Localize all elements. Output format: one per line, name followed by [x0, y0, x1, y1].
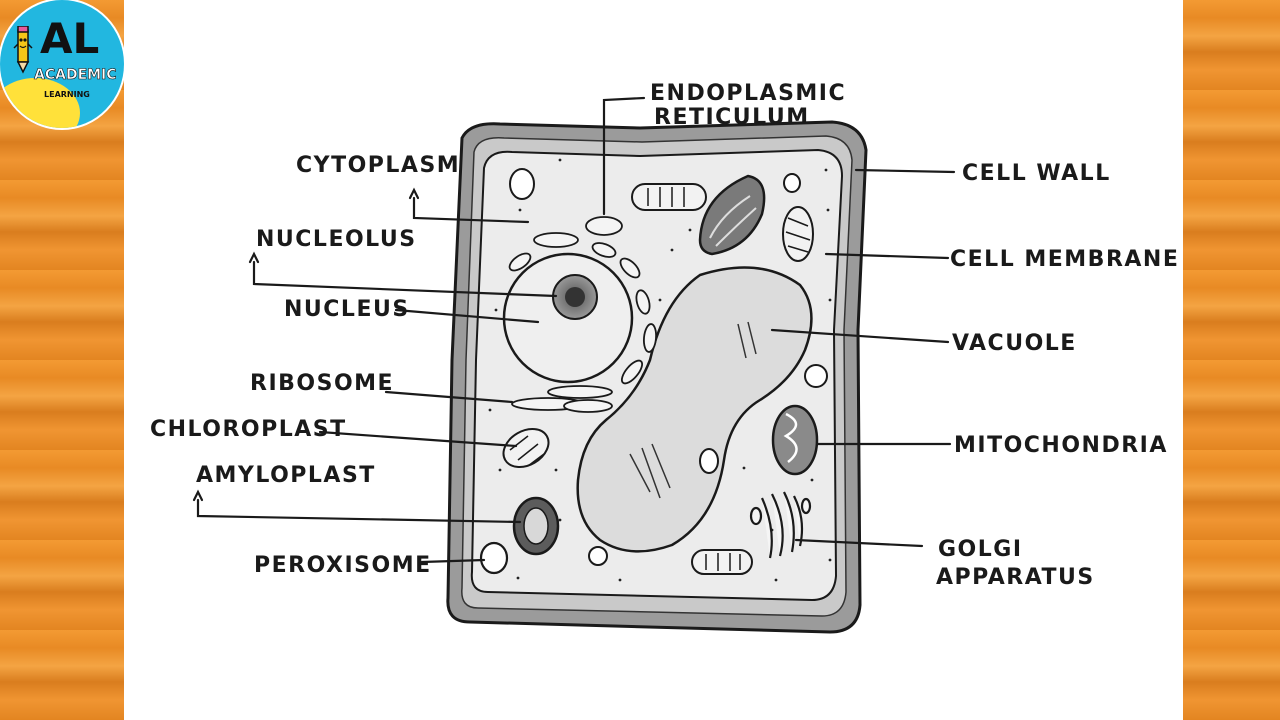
- leader-lines: [192, 96, 956, 564]
- peroxisome: [479, 541, 509, 575]
- cytoplasm-dots: [488, 158, 832, 582]
- label-ribosome: RIBOSOME: [250, 371, 394, 396]
- label-endoplasmic-reticulum-1: ENDOPLASMIC: [650, 81, 846, 106]
- channel-logo: AL ACADEMIC LEARNING: [0, 0, 124, 128]
- label-vacuole: VACUOLE: [952, 331, 1077, 356]
- label-endoplasmic-reticulum-2: RETICULUM: [654, 105, 810, 130]
- logo-al-text: AL: [40, 14, 100, 63]
- mitochondrion: [771, 404, 819, 476]
- vacuole-streaks: [629, 321, 757, 499]
- label-chloroplast: CHLOROPLAST: [150, 417, 347, 442]
- nucleolus-core: [565, 287, 585, 307]
- vacuole-vesicle: [699, 448, 719, 474]
- label-peroxisome: PEROXISOME: [254, 553, 432, 578]
- endoplasmic-reticulum: [508, 216, 658, 413]
- label-amyloplast: AMYLOPLAST: [196, 463, 376, 488]
- label-nucleus: NUCLEUS: [284, 297, 410, 322]
- amyloplast-inner: [523, 507, 549, 545]
- mitochondrion-cristae: [783, 412, 798, 463]
- label-nucleolus: NUCLEOLUS: [256, 227, 417, 252]
- label-cell-membrane: CELL MEMBRANE: [950, 247, 1179, 272]
- vesicles: [509, 168, 828, 566]
- golgi-apparatus: [749, 491, 812, 559]
- pencil-mascot-icon: [13, 26, 33, 74]
- chloroplast: [698, 174, 766, 256]
- chloroplast-thylakoids: [709, 195, 757, 247]
- label-golgi-2: APPARATUS: [936, 565, 1095, 590]
- vacuole: [576, 266, 813, 553]
- label-mitochondria: MITOCHONDRIA: [954, 433, 1168, 458]
- label-cell-wall: CELL WALL: [962, 161, 1111, 186]
- logo-learning-text: LEARNING: [44, 90, 90, 99]
- label-golgi-1: GOLGI: [938, 537, 1023, 562]
- wood-background-right: [1183, 0, 1280, 720]
- logo-academic-text: ACADEMIC: [34, 67, 117, 83]
- organelle-stripes: [509, 187, 811, 571]
- label-cytoplasm: CYTOPLASM: [296, 153, 460, 178]
